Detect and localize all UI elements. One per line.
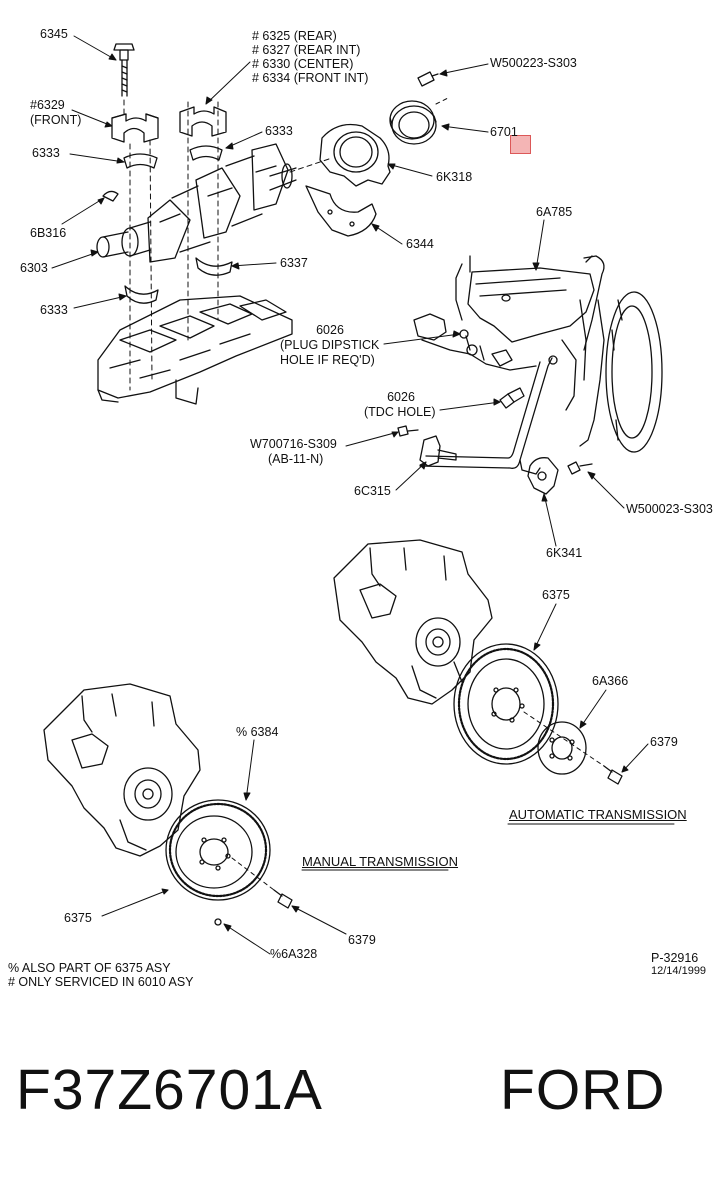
brand-name: FORD <box>500 1058 666 1122</box>
label-6a785: 6A785 <box>536 205 573 219</box>
engine-block-rear <box>413 255 605 447</box>
label-6337: 6337 <box>280 256 308 270</box>
label-group-rear-3: # 6330 (CENTER) <box>252 57 354 71</box>
manual-transmission-title: MANUAL TRANSMISSION <box>302 854 459 869</box>
engine-block-manual <box>43 683 201 857</box>
label-6333-bottom: 6333 <box>40 303 68 317</box>
label-w700716: W700716-S309 <box>250 437 337 451</box>
label-6384: % 6384 <box>236 725 279 739</box>
bolt-w500023 <box>567 461 593 475</box>
oil-pan-6a785 <box>467 255 605 351</box>
label-6333-top: 6333 <box>32 146 60 160</box>
label-6333-right: 6333 <box>265 124 293 138</box>
plug-6026-dipstick <box>459 329 469 339</box>
label-6026-dipstick-line3: HOLE IF REQ'D) <box>280 353 375 367</box>
sensor-6c315 <box>419 435 457 467</box>
label-6303: 6303 <box>20 261 48 275</box>
label-6329-front: (FRONT) <box>30 113 82 127</box>
label-w700716-line2: (AB-11-N) <box>268 452 324 466</box>
automatic-transmission-title: AUTOMATIC TRANSMISSION <box>509 807 687 822</box>
label-6k341: 6K341 <box>546 546 583 560</box>
label-6a366: 6A366 <box>592 674 629 688</box>
gasket-6344 <box>305 185 377 237</box>
flywheel-6375-auto <box>453 643 559 765</box>
flywheel-6375-manual <box>165 799 271 901</box>
rear-main-seal-6701 <box>389 100 437 145</box>
label-6379-auto: 6379 <box>650 735 678 749</box>
screw-w500223 <box>417 71 439 87</box>
dowel-6a328 <box>214 918 222 926</box>
illustration-date: 12/14/1999 <box>651 965 707 977</box>
label-group-rear-1: # 6325 (REAR) <box>252 29 337 43</box>
label-group-rear-2: # 6327 (REAR INT) <box>252 43 361 57</box>
label-w500223: W500223-S303 <box>490 56 577 70</box>
label-6375-auto: 6375 <box>542 588 570 602</box>
note-only-serviced: # ONLY SERVICED IN 6010 ASY <box>8 975 194 989</box>
engine-block-auto <box>333 539 493 705</box>
flexplate-ring-right <box>605 291 663 453</box>
flywheel-bolt-6379-auto <box>603 765 623 785</box>
oil-dipstick-tube <box>419 355 558 475</box>
flywheel-bolt-6379-manual <box>273 889 293 909</box>
label-w500023: W500023-S303 <box>626 502 713 516</box>
label-6701: 6701 <box>490 125 518 139</box>
label-6b316: 6B316 <box>30 226 67 240</box>
label-6379-manual: 6379 <box>348 933 376 947</box>
main-bearing-cap-front <box>111 113 159 143</box>
bearing-insert-6337 <box>195 257 233 276</box>
main-bearing-cap-rear <box>179 106 227 137</box>
bearing-insert-lower <box>124 285 159 304</box>
label-6329: #6329 <box>30 98 65 112</box>
label-6026-dipstick: 6026 <box>316 323 344 337</box>
label-6026-tdc: 6026 <box>387 390 415 404</box>
label-6375-manual: 6375 <box>64 911 92 925</box>
note-also-part-of: % ALSO PART OF 6375 ASY <box>8 961 171 975</box>
label-6c315: 6C315 <box>354 484 391 498</box>
label-group-rear-4: # 6334 (FRONT INT) <box>252 71 369 85</box>
plug-6026-tdc <box>499 387 525 409</box>
bolt-w700716 <box>397 425 419 437</box>
label-6026-dipstick-line2: (PLUG DIPSTICK <box>280 338 380 352</box>
highlighted-part-marker <box>510 135 531 154</box>
part-number: F37Z6701A <box>16 1058 323 1122</box>
label-6345: 6345 <box>40 27 68 41</box>
label-6k318: 6K318 <box>436 170 473 184</box>
thrust-washer-6b316 <box>102 190 119 202</box>
label-6a328: %6A328 <box>270 947 318 961</box>
cylinder-block-bottom <box>97 295 293 405</box>
rear-seal-retainer-6k318 <box>319 123 391 187</box>
label-6344: 6344 <box>406 237 434 251</box>
adapter-plate-6a366 <box>537 721 587 775</box>
crankshaft-6303 <box>96 143 297 263</box>
label-6026-tdc-line2: (TDC HOLE) <box>364 405 436 419</box>
bearing-insert-upper-left <box>123 153 158 169</box>
bearing-insert-upper-right <box>189 145 223 161</box>
illustration-number: P-32916 <box>651 951 699 965</box>
main-bearing-bolt-6345 <box>113 43 135 97</box>
bracket-6k341 <box>527 457 559 495</box>
